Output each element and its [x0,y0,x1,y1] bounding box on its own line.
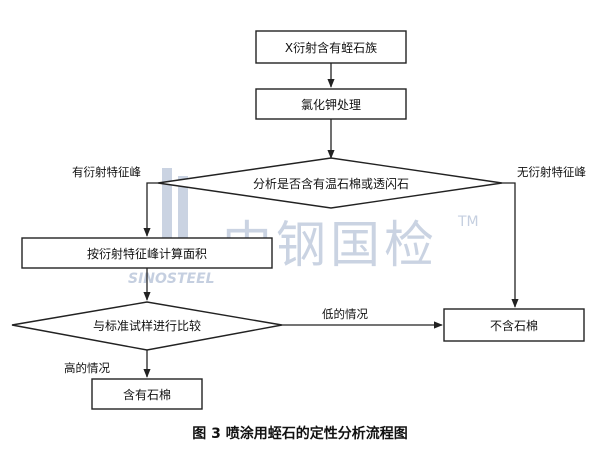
no-asbestos-node: 不含石棉 [443,308,585,342]
watermark-subtext: SINOSTEEL [128,271,215,287]
edge-decision1-to-no-asbestos [502,182,519,308]
calc-node: 按衍射特征峰计算面积 [21,237,273,269]
edge-label-no-peak: 无衍射特征峰 [517,165,586,179]
edge-label-low: 低的情况 [322,307,368,321]
edge-decision1-to-calc [143,182,158,237]
decision1-node: 分析是否含有温石棉或透闪石 [157,157,503,209]
has-asbestos-node: 含有石棉 [91,378,203,410]
treat-node: 氯化钾处理 [255,88,407,120]
calc-node-label: 按衍射特征峰计算面积 [87,246,207,261]
watermark-trademark: TM [457,214,479,230]
figure-caption: 图 3 喷涂用蛭石的定性分析流程图 [192,425,408,442]
edges [143,63,519,378]
start-node-label: X衍射含有蛭石族 [285,40,377,55]
decision1-node-label: 分析是否含有温石棉或透闪石 [253,176,409,191]
has-asbestos-node-label: 含有石棉 [123,387,171,402]
start-node: X衍射含有蛭石族 [255,30,407,64]
no-asbestos-node-label: 不含石棉 [490,318,538,333]
edge-label-high: 高的情况 [64,361,110,375]
decision2-node-label: 与标准试样进行比较 [93,318,201,333]
treat-node-label: 氯化钾处理 [301,98,361,112]
decision2-node: 与标准试样进行比较 [11,301,283,351]
edge-label-has-peak: 有衍射特征峰 [72,165,141,179]
